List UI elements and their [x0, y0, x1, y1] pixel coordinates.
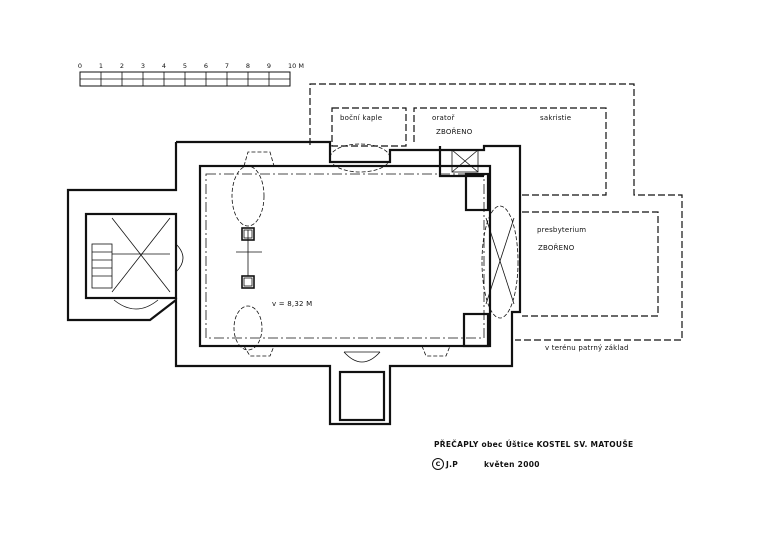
east-wall-segment	[438, 146, 484, 178]
foundation-outline-north	[309, 83, 683, 341]
nave-wall	[198, 164, 492, 348]
nave-inner-dashed	[205, 173, 485, 339]
demolished-outlines	[205, 83, 683, 341]
copyright-mark: C	[432, 458, 444, 470]
label-side-chapel: boční kaple	[340, 114, 383, 122]
east-pier-top	[464, 172, 490, 212]
sacristy-outline	[413, 107, 607, 196]
label-foundation: v terénu patrný základ	[545, 344, 629, 352]
scale-tick-label: 0	[77, 62, 83, 70]
side-chapel-outline	[331, 107, 407, 147]
scale-tick-label: 10 M	[288, 62, 304, 70]
caption-author: J.P	[446, 460, 459, 469]
tower-wall	[84, 212, 178, 300]
scale-tick-label: 8	[245, 62, 251, 70]
outer-wall	[66, 140, 522, 426]
caption-title: PŘEČAPLY obec Úštice KOSTEL SV. MATOUŠE	[434, 440, 634, 449]
label-oratory-status: ZBOŘENO	[436, 128, 473, 136]
scale-tick-label: 5	[182, 62, 188, 70]
label-sacristy: sakristie	[540, 114, 572, 122]
caption-date: květen 2000	[484, 460, 540, 469]
scale-tick-label: 9	[266, 62, 272, 70]
walls	[66, 140, 522, 426]
label-presbytery-status: ZBOŘENO	[538, 244, 575, 252]
scale-tick-label: 2	[119, 62, 125, 70]
porch-wall	[338, 370, 386, 422]
label-oratory: oratoř	[432, 114, 455, 122]
label-presbytery: presbyterium	[537, 226, 587, 234]
scale-tick-label: 7	[224, 62, 230, 70]
details	[91, 143, 519, 363]
scale-tick-label: 4	[161, 62, 167, 70]
stair	[91, 243, 113, 289]
east-pier-bottom	[462, 312, 490, 348]
scale-tick-label: 6	[203, 62, 209, 70]
scale-bar	[79, 71, 291, 87]
label-height: v = 8,32 M	[272, 300, 313, 308]
scale-tick-label: 1	[98, 62, 104, 70]
scale-tick-label: 3	[140, 62, 146, 70]
